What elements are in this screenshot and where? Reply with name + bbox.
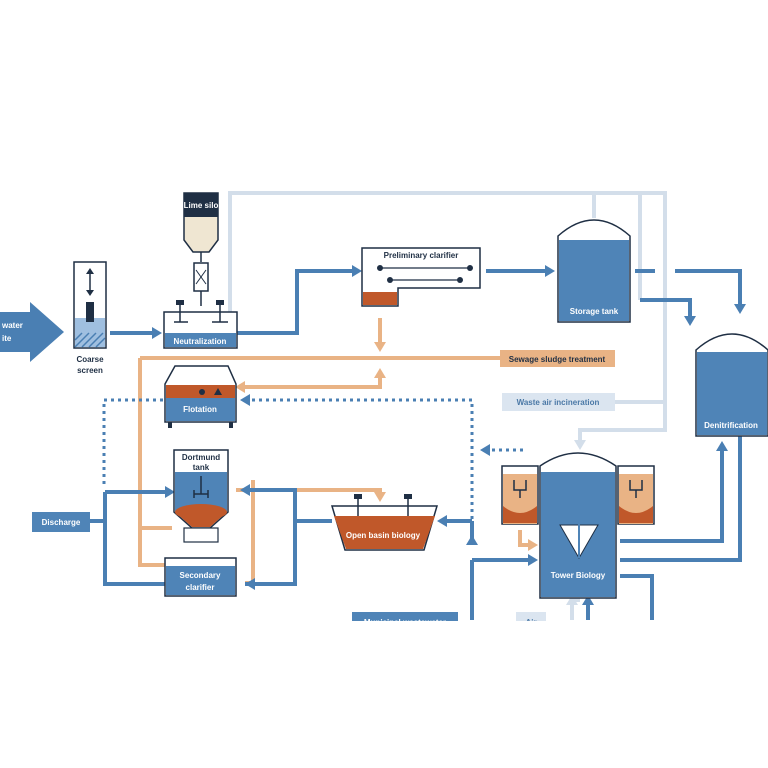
water-tower-to-denitrification	[620, 451, 724, 543]
arrowhead-air-top	[574, 440, 586, 450]
arrowhead-to-neutralization	[152, 327, 162, 339]
arrowhead-to-open-basin	[437, 515, 447, 527]
arrowhead-to-dortmund	[240, 484, 250, 496]
neutralization-tank: Neutralization	[163, 300, 238, 349]
arrowhead-to-tower-from-left	[528, 554, 538, 566]
arrowhead-dotted-tower	[480, 444, 490, 456]
arrowhead-sludge-flotation	[235, 381, 245, 393]
arrowhead-to-denitrification	[734, 304, 746, 314]
arrowhead-tower-bottom	[582, 595, 594, 605]
air-line-top	[228, 191, 667, 440]
discharge: Discharge	[32, 512, 90, 532]
arrowhead-air-bottom	[566, 595, 578, 605]
tower-biology: Tower Biology	[539, 452, 617, 599]
inlet-arrow	[0, 302, 64, 362]
water-neutralization-to-clarifier	[237, 269, 352, 335]
lime-silo-label: Lime silo	[184, 201, 219, 210]
arrowhead-sludge-down	[374, 342, 386, 352]
open-basin-biology: Open basin biology	[330, 494, 439, 551]
sludge-flotation-return	[245, 376, 382, 389]
arrowhead-to-storage	[545, 265, 555, 277]
lime-silo: Lime silo	[183, 192, 219, 306]
open-basin-biology-label: Open basin biology	[346, 531, 421, 540]
neutralization-label: Neutralization	[174, 337, 227, 346]
arrowhead-dotted-main	[240, 394, 250, 406]
arrowhead-sludge-tower	[528, 539, 538, 551]
dotted-line-main	[250, 398, 474, 540]
arrowhead-dortmund-left	[165, 486, 175, 498]
preliminary-clarifier-label: Preliminary clarifier	[384, 251, 459, 260]
coarse-screen-label-2: screen	[77, 366, 103, 375]
dortmund-tank: Dortmund tank	[173, 449, 229, 543]
arrowhead-sludge-up	[374, 368, 386, 378]
sludge-dortmund-down	[245, 480, 255, 585]
water-to-denitrification	[675, 269, 742, 304]
secondary-clarifier-label-2: clarifier	[186, 583, 215, 592]
waste-air-incineration-label: Waste air incineration	[517, 398, 600, 407]
tower-biology-label: Tower Biology	[551, 571, 606, 580]
water-open-basin-to-dortmund	[250, 488, 332, 523]
water-denitrification-to-tower	[620, 436, 742, 562]
denitrification-label: Denitrification	[704, 421, 758, 430]
inlet-label-1: water	[1, 321, 23, 330]
discharge-label: Discharge	[42, 518, 81, 527]
inlet-label-2: ite	[2, 334, 12, 343]
water-open-basin-to-secondary	[245, 521, 297, 586]
storage-tank: Storage tank	[557, 219, 631, 323]
arrowhead-to-clarifier	[352, 265, 362, 277]
wastewater-inlet: water ite	[0, 302, 64, 362]
sludge-left-lower	[138, 528, 165, 567]
arrowhead-up-denitrification	[716, 441, 728, 451]
coarse-screen: Coarse screen	[73, 261, 107, 375]
dortmund-tank-label-1: Dortmund	[182, 453, 220, 462]
dortmund-tank-label-2: tank	[193, 463, 210, 472]
coarse-screen-label-1: Coarse	[76, 355, 104, 364]
water-tower-bottom-right	[620, 574, 654, 620]
tower-side-unit-left	[501, 465, 539, 525]
flow-arrowheads	[152, 265, 746, 605]
crop-mask	[0, 621, 768, 768]
arrowhead-up-tower	[466, 535, 478, 545]
preliminary-clarifier: Preliminary clarifier	[361, 247, 481, 307]
sludge-tower-left	[518, 530, 528, 547]
secondary-clarifier-label-1: Secondary	[180, 571, 221, 580]
arrowhead-to-secondary	[245, 578, 255, 590]
sewage-sludge-treatment: Sewage sludge treatment	[500, 350, 615, 367]
flotation-label: Flotation	[183, 405, 217, 414]
flotation-unit: Flotation	[164, 365, 237, 428]
dotted-flow-lines	[102, 398, 523, 540]
water-storage-side	[640, 298, 692, 316]
arrowhead-denitrification-side	[684, 316, 696, 326]
dotted-line-left	[102, 398, 165, 484]
denitrification-tank: Denitrification	[695, 333, 768, 437]
water-flow-lines	[90, 269, 742, 620]
sewage-sludge-treatment-label: Sewage sludge treatment	[509, 355, 606, 364]
arrowhead-sludge-open-basin	[374, 492, 386, 502]
waste-air-incineration: Waste air incineration	[502, 393, 615, 411]
storage-tank-label: Storage tank	[570, 307, 619, 316]
tower-side-unit-right	[617, 465, 655, 525]
secondary-clarifier: Secondary clarifier	[164, 557, 237, 597]
water-discharge-loop-v	[103, 492, 165, 586]
